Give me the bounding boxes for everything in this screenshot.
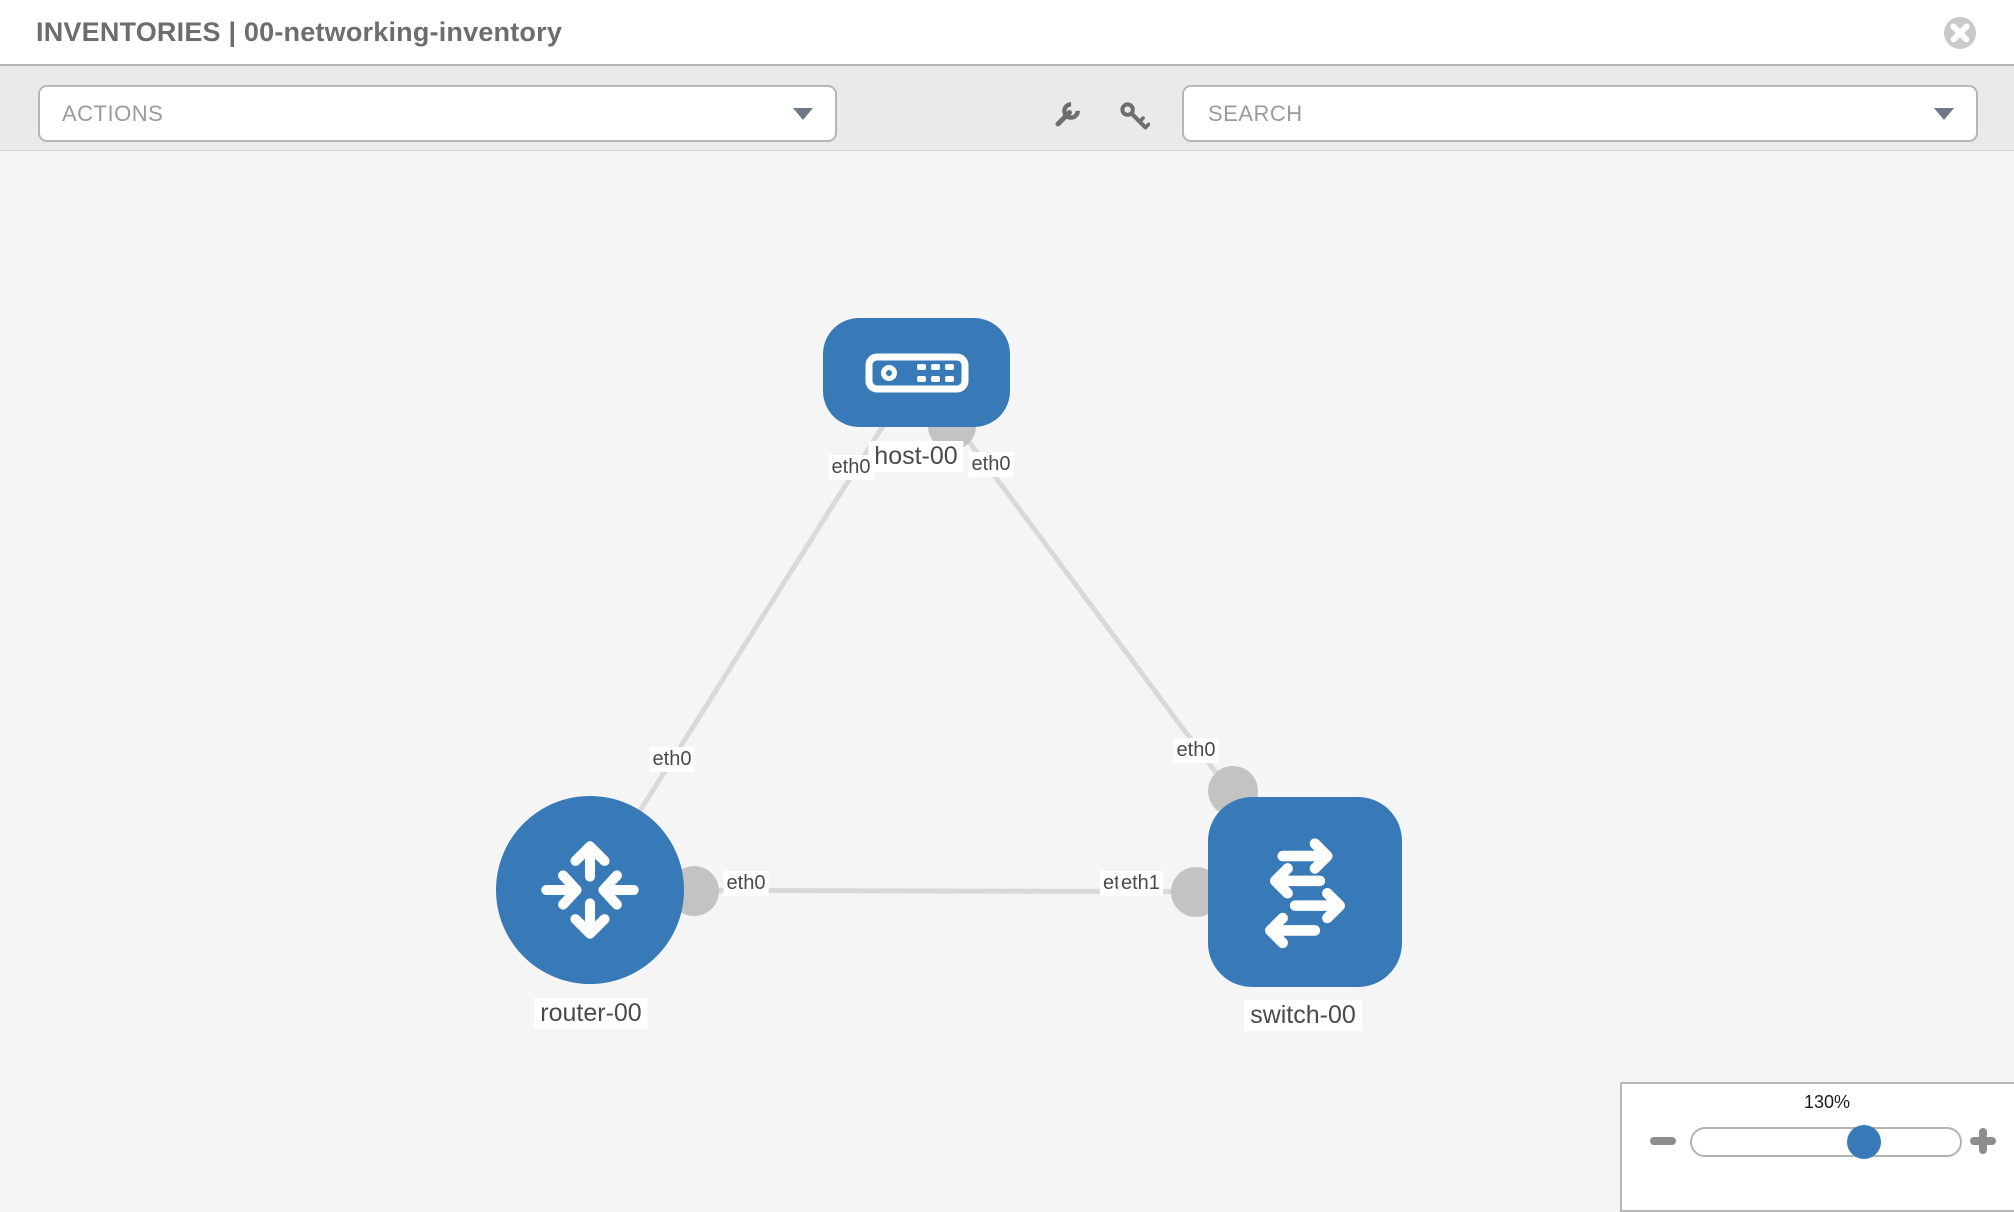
close-button[interactable] <box>1942 15 1978 51</box>
actions-dropdown-label: ACTIONS <box>62 100 164 126</box>
interface-label-router-eth0-mid: eth0 <box>723 871 769 896</box>
credentials-button[interactable] <box>1118 100 1152 134</box>
node-switch-00[interactable] <box>1208 797 1402 987</box>
interface-label-switch-eth0-top: eth0 <box>1173 738 1219 763</box>
node-label-host: host-00 <box>868 441 964 472</box>
zoom-in-button[interactable] <box>1970 1128 1996 1154</box>
zoom-slider-track[interactable] <box>1690 1127 1962 1157</box>
interface-label-switch-eth1: eth1 <box>1118 871 1163 896</box>
node-host-00[interactable] <box>823 318 1010 427</box>
zoom-level-value: 130% <box>1803 1092 1851 1112</box>
zoom-control-panel: 130% <box>1620 1082 2014 1212</box>
router-icon <box>541 841 639 939</box>
node-router-00[interactable] <box>496 796 684 984</box>
interface-label-host-eth0-right: eth0 <box>968 452 1014 477</box>
interface-label-host-eth0-left: eth0 <box>828 455 874 480</box>
page-title: INVENTORIES | 00-networking-inventory <box>36 16 563 47</box>
actions-dropdown[interactable]: ACTIONS <box>38 85 837 142</box>
search-input[interactable] <box>1206 99 1934 128</box>
wrench-icon <box>1055 102 1080 127</box>
host-icon <box>865 353 968 392</box>
switch-icon <box>1265 838 1345 949</box>
close-icon <box>1944 17 1976 49</box>
plus-icon <box>1979 1128 1987 1154</box>
configure-button[interactable] <box>1050 98 1084 132</box>
toolbar: ACTIONS <box>0 66 2014 151</box>
zoom-slider-handle[interactable] <box>1847 1125 1881 1159</box>
zoom-out-button[interactable] <box>1650 1137 1676 1145</box>
panel-header: INVENTORIES | 00-networking-inventory <box>0 0 2014 66</box>
chevron-down-icon <box>793 107 813 120</box>
chevron-down-icon <box>1934 107 1954 120</box>
node-label-switch: switch-00 <box>1244 1000 1362 1031</box>
key-icon <box>1120 102 1151 130</box>
search-dropdown[interactable] <box>1182 85 1978 142</box>
node-label-router: router-00 <box>534 998 648 1029</box>
interface-label-router-eth0-top: eth0 <box>649 747 695 772</box>
